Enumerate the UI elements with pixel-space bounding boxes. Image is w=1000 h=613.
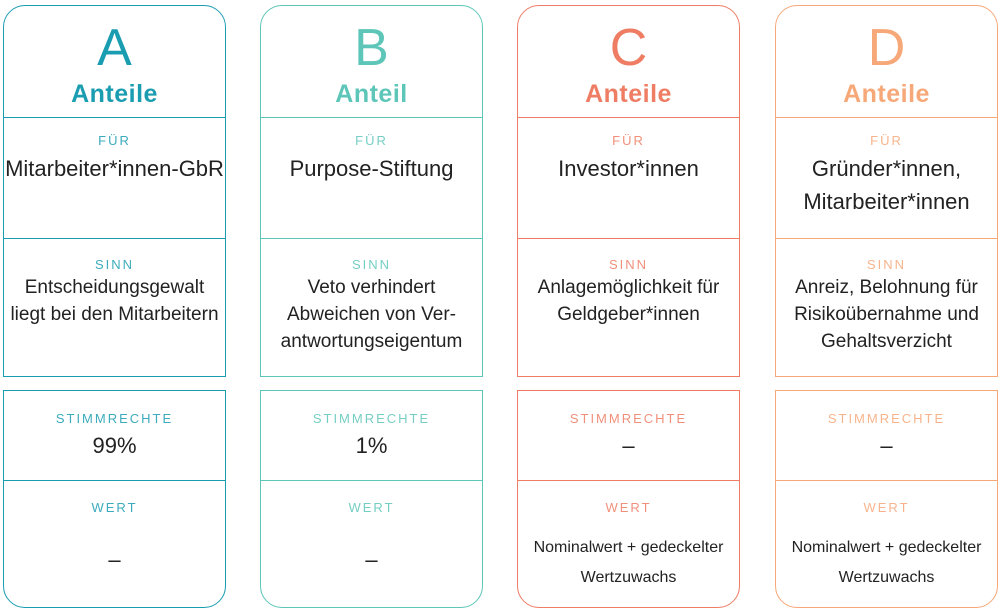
label-fuer: FÜR (870, 133, 903, 148)
section-stimmrechte: STIMMRECHTE – (518, 391, 739, 480)
value-stimmrechte: 1% (355, 433, 388, 458)
value-fuer: Gründer*innen, Mitarbeiter*innen (803, 156, 970, 214)
value-stimmrechte: – (880, 433, 893, 458)
label-sinn: SINN (608, 257, 649, 272)
section-sinn: SINN Veto verhindert Abweichen von Ver-a… (261, 238, 482, 377)
section-fuer: FÜR Gründer*innen, Mitarbeiter*innen (776, 117, 997, 238)
share-class-card: D Anteile FÜR Gründer*innen, Mitarbeiter… (775, 0, 998, 613)
card-lower: STIMMRECHTE – WERT Nominalwert + gedecke… (775, 390, 998, 608)
share-type: Anteile (843, 80, 930, 108)
value-stimmrechte: – (622, 433, 635, 458)
value-sinn: Anlagemöglichkeit für Geldgeber*innen (537, 277, 720, 325)
share-type: Anteile (585, 80, 672, 108)
label-stimmrechte: STIMMRECHTE (312, 411, 431, 426)
card-header: A Anteile (4, 6, 225, 117)
label-sinn: SINN (351, 257, 392, 272)
section-stimmrechte: STIMMRECHTE – (776, 391, 997, 480)
label-fuer: FÜR (98, 133, 131, 148)
label-wert: WERT (348, 500, 395, 515)
section-wert: WERT Nominalwert + gedeckelter Wertzuwac… (776, 480, 997, 607)
section-stimmrechte: STIMMRECHTE 1% (261, 391, 482, 480)
card-upper: A Anteile FÜR Mitarbeiter*innen-GbR SINN… (3, 5, 226, 377)
card-upper: B Anteil FÜR Purpose-Stiftung SINN Veto … (260, 5, 483, 377)
value-sinn: Entscheidungsgewalt liegt bei den Mitarb… (10, 277, 219, 325)
label-stimmrechte: STIMMRECHTE (827, 411, 946, 426)
share-class-letter: D (867, 19, 906, 77)
section-fuer: FÜR Investor*innen (518, 117, 739, 238)
card-upper: C Anteile FÜR Investor*innen SINN Anlage… (517, 5, 740, 377)
label-stimmrechte: STIMMRECHTE (569, 411, 688, 426)
card-upper: D Anteile FÜR Gründer*innen, Mitarbeiter… (775, 5, 998, 377)
share-type: Anteile (71, 80, 158, 108)
share-class-letter: B (354, 19, 389, 77)
card-lower: STIMMRECHTE 1% WERT – (260, 390, 483, 608)
section-fuer: FÜR Mitarbeiter*innen-GbR (4, 117, 225, 238)
value-fuer: Mitarbeiter*innen-GbR (5, 156, 224, 181)
label-stimmrechte: STIMMRECHTE (55, 411, 174, 426)
section-wert: WERT – (4, 480, 225, 607)
share-class-card: C Anteile FÜR Investor*innen SINN Anlage… (517, 0, 740, 613)
label-wert: WERT (605, 500, 652, 515)
section-fuer: FÜR Purpose-Stiftung (261, 117, 482, 238)
label-fuer: FÜR (355, 133, 388, 148)
section-stimmrechte: STIMMRECHTE 99% (4, 391, 225, 480)
value-fuer: Investor*innen (558, 156, 699, 181)
section-sinn: SINN Anreiz, Belohnung für Risikoübernah… (776, 238, 997, 377)
section-wert: WERT – (261, 480, 482, 607)
value-fuer: Purpose-Stiftung (289, 156, 454, 181)
value-stimmrechte: 99% (92, 433, 137, 458)
share-class-card: B Anteil FÜR Purpose-Stiftung SINN Veto … (260, 0, 483, 613)
section-sinn: SINN Entscheidungsgewalt liegt bei den M… (4, 238, 225, 377)
value-wert: Nominalwert + gedeckelter Wertzuwachs (533, 539, 724, 586)
card-header: D Anteile (776, 6, 997, 117)
share-class-card: A Anteile FÜR Mitarbeiter*innen-GbR SINN… (3, 0, 226, 613)
label-sinn: SINN (94, 257, 135, 272)
card-header: B Anteil (261, 6, 482, 117)
share-type: Anteil (335, 80, 408, 108)
value-wert: – (365, 547, 378, 572)
label-wert: WERT (91, 500, 138, 515)
section-sinn: SINN Anlagemöglichkeit für Geldgeber*inn… (518, 238, 739, 377)
label-wert: WERT (863, 500, 910, 515)
value-wert: Nominalwert + gedeckelter Wertzuwachs (791, 539, 982, 586)
label-sinn: SINN (866, 257, 907, 272)
value-sinn: Veto verhindert Abweichen von Ver-antwor… (280, 277, 463, 352)
value-sinn: Anreiz, Belohnung für Risikoübernahme un… (794, 277, 979, 352)
value-wert: – (108, 547, 121, 572)
card-lower: STIMMRECHTE 99% WERT – (3, 390, 226, 608)
share-class-letter: A (97, 19, 132, 77)
card-lower: STIMMRECHTE – WERT Nominalwert + gedecke… (517, 390, 740, 608)
share-class-letter: C (609, 19, 648, 77)
section-wert: WERT Nominalwert + gedeckelter Wertzuwac… (518, 480, 739, 607)
card-header: C Anteile (518, 6, 739, 117)
label-fuer: FÜR (612, 133, 645, 148)
